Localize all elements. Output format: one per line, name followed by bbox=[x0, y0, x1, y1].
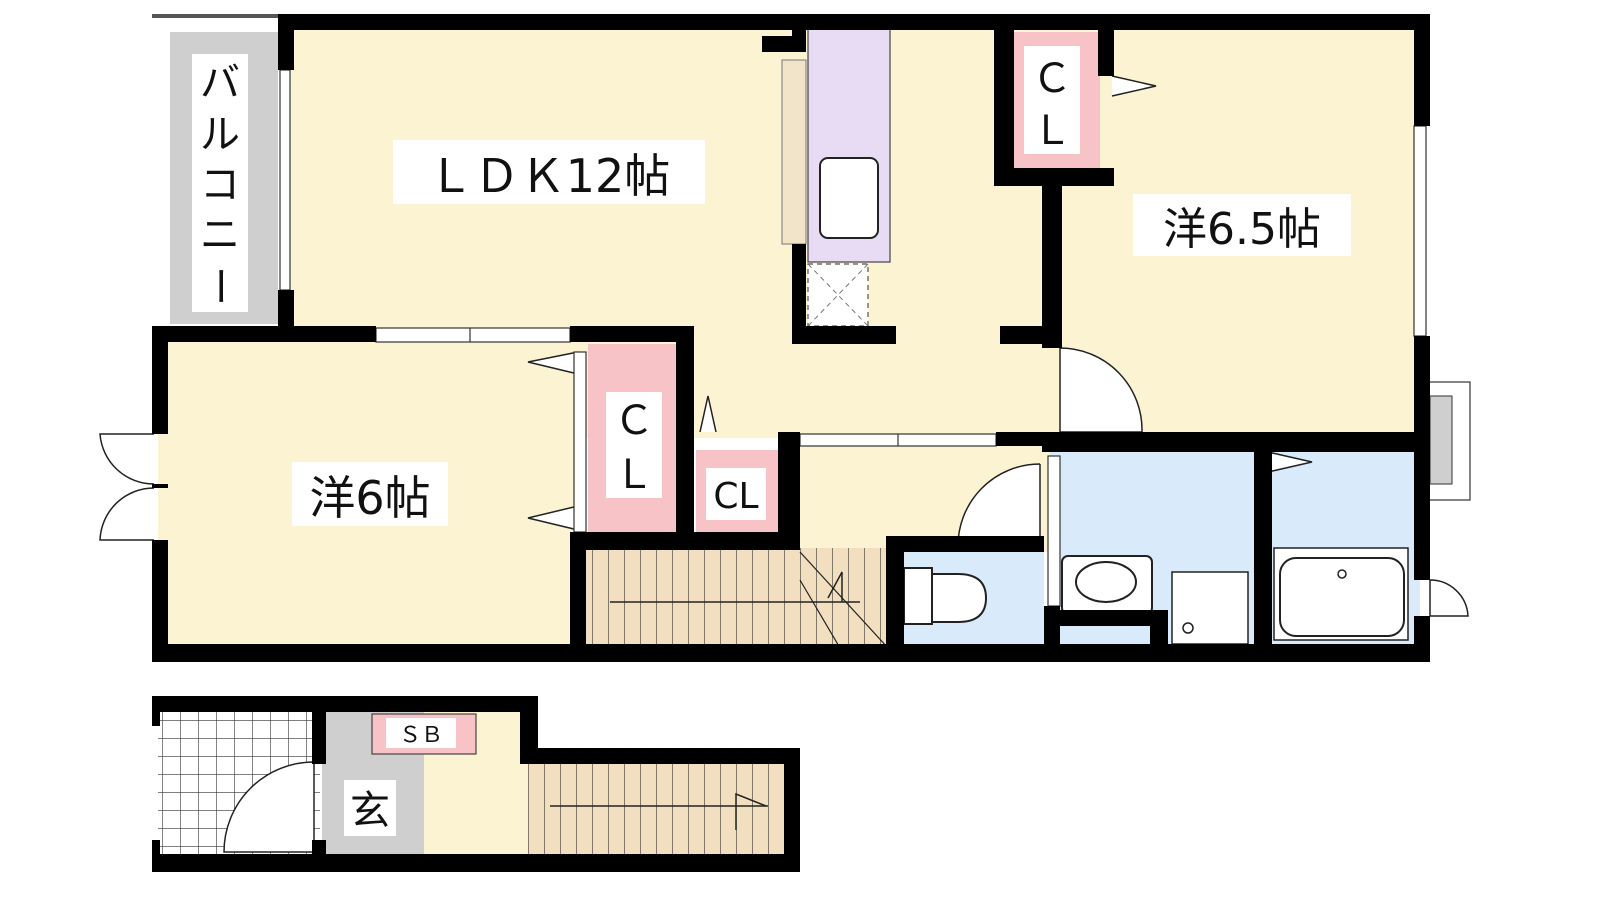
room-label-western-a: 洋6.5帖 bbox=[1163, 204, 1321, 255]
walls-upper bbox=[152, 14, 1430, 662]
label-bg-sb bbox=[386, 718, 456, 748]
label-bg-ldk bbox=[393, 140, 705, 204]
label-bg-entrance bbox=[344, 780, 396, 836]
stairs-upper-winder-1 bbox=[799, 551, 889, 649]
label-bg-western-a bbox=[1133, 194, 1351, 256]
closet-label-center-c: Ｃ bbox=[614, 398, 654, 444]
fold-door-cl-center-top bbox=[527, 351, 579, 375]
label-bg-cl-small bbox=[706, 468, 766, 520]
toilet-bowl bbox=[931, 573, 988, 623]
window-western-a bbox=[1413, 125, 1427, 337]
label-bg-western-b bbox=[292, 462, 448, 526]
kitchen-sink bbox=[819, 157, 879, 239]
stairs-upper-winder-2 bbox=[799, 579, 841, 649]
wash-bowl bbox=[1075, 561, 1137, 603]
closet-label-upper-c: Ｃ bbox=[1032, 56, 1072, 102]
stairs-upper-arrowhead bbox=[827, 571, 843, 602]
washing-drain bbox=[1182, 622, 1194, 634]
door-left-2 bbox=[99, 487, 155, 541]
door-exterior-right bbox=[1429, 579, 1469, 617]
balcony-char-2: ル bbox=[200, 112, 240, 158]
balcony-char-1: バ bbox=[200, 60, 240, 106]
room-label-entrance: 玄 bbox=[350, 788, 390, 834]
kitchen-side-counter bbox=[781, 59, 807, 245]
closet-label-center-l: Ｌ bbox=[614, 452, 654, 498]
sliding-door-wash bbox=[1047, 455, 1061, 607]
label-bg-balcony bbox=[192, 54, 248, 312]
shoe-box-label: ＳＢ bbox=[399, 723, 443, 748]
stairs-upper bbox=[582, 548, 888, 648]
room-label-ldk: ＬＤＫ12帖 bbox=[428, 149, 671, 203]
bathtub-drain bbox=[1337, 569, 1347, 579]
balcony-char-3: コ bbox=[200, 162, 240, 208]
kitchen-fridge-space bbox=[807, 263, 869, 327]
fold-door-bath bbox=[1267, 451, 1313, 473]
closet-label-upper-l: Ｌ bbox=[1032, 108, 1072, 154]
door-western-a bbox=[1059, 347, 1143, 433]
door-entrance bbox=[223, 761, 315, 853]
balcony-char-5: ー bbox=[196, 266, 242, 306]
stairs-lower-arrowhead bbox=[735, 792, 767, 830]
fold-door-cl-center-bottom bbox=[527, 505, 579, 531]
walls-lower bbox=[152, 696, 800, 872]
room-label-western-b: 洋6帖 bbox=[309, 471, 430, 525]
door-left-1 bbox=[99, 433, 155, 485]
stairs-lower bbox=[528, 762, 784, 856]
bathtub-inner bbox=[1279, 557, 1405, 637]
fold-door-cl-small bbox=[699, 395, 717, 433]
sliding-door-ldk bbox=[375, 327, 571, 343]
closet-label-small: CL bbox=[713, 476, 758, 517]
fold-door-cl-upper bbox=[1111, 75, 1157, 97]
room-label-balcony: バ ル コ ニ ー bbox=[196, 60, 242, 306]
window-right-box-inner bbox=[1429, 395, 1453, 485]
washing-machine-space bbox=[1171, 571, 1249, 645]
sliding-door-western-b bbox=[573, 351, 587, 533]
label-bg-cl-center bbox=[606, 392, 662, 498]
toilet-tank bbox=[903, 567, 933, 625]
label-bg-cl-upper bbox=[1024, 46, 1080, 154]
window-balcony bbox=[279, 69, 291, 291]
balcony-char-4: ニ bbox=[200, 212, 240, 258]
